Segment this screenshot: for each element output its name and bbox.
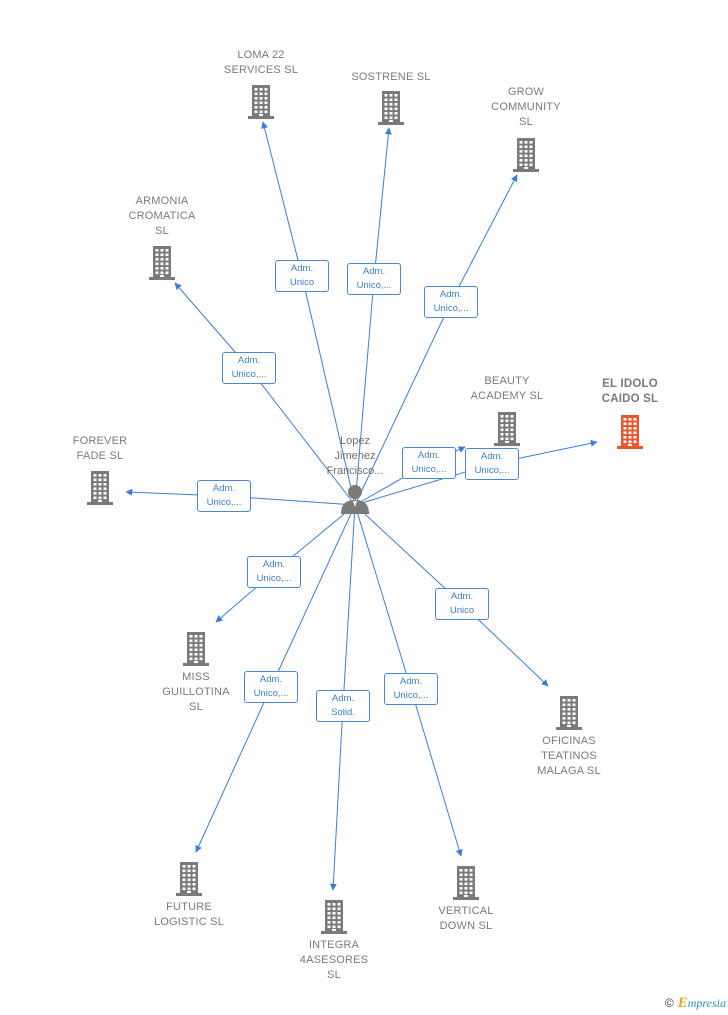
empresia-credit[interactable]: ©Empresia <box>665 995 726 1012</box>
company-name: GROW COMMUNITY SL <box>491 86 561 128</box>
person-icon <box>341 485 369 514</box>
company-name: MISS GUILLOTINA SL <box>162 671 230 713</box>
building-icon <box>176 862 202 896</box>
role-line: Unico,... <box>411 464 447 475</box>
company-name: ARMONIA CROMATICA SL <box>128 195 196 237</box>
role-line: Unico,... <box>433 303 469 314</box>
building-icon <box>617 415 643 449</box>
company-forever[interactable]: FOREVER FADE SL <box>45 434 155 505</box>
company-name: VERTICAL DOWN SL <box>438 905 494 932</box>
role-line: Adm. <box>331 693 355 704</box>
role-line: Unico,... <box>231 369 267 380</box>
building-icon <box>556 696 582 730</box>
role-line: Adm. <box>417 450 441 461</box>
role-line: Adm. <box>362 266 386 277</box>
building-icon <box>183 632 209 666</box>
company-beauty[interactable]: BEAUTY ACADEMY SL <box>452 374 562 446</box>
role-badge-grow[interactable]: Adm. Unico,... <box>424 286 478 318</box>
role-badge-oficinas[interactable]: Adm. Unico <box>435 588 489 620</box>
role-badge-future[interactable]: Adm. Unico,... <box>244 671 298 703</box>
role-badge-beauty[interactable]: Adm. Unico,... <box>402 447 456 479</box>
building-icon <box>513 138 539 172</box>
company-loma[interactable]: LOMA 22 SERVICES SL <box>206 48 316 119</box>
role-line: Adm. <box>399 676 423 687</box>
building-icon <box>378 91 404 125</box>
company-future[interactable]: FUTURE LOGISTIC SL <box>134 860 244 930</box>
role-line: Unico,... <box>393 690 429 701</box>
company-grow[interactable]: GROW COMMUNITY SL <box>471 85 581 172</box>
role-badge-sostrene[interactable]: Adm. Unico,... <box>347 263 401 295</box>
role-line: Solid. <box>331 707 355 718</box>
company-idolo[interactable]: EL IDOLO CAIDO SL <box>575 377 685 449</box>
role-badge-loma[interactable]: Adm. Unico <box>275 260 329 292</box>
role-line: Unico,... <box>474 465 510 476</box>
role-line: Unico,... <box>206 497 242 508</box>
empresia-brand: mpresia <box>687 996 726 1010</box>
company-miss[interactable]: MISS GUILLOTINA SL <box>141 630 251 715</box>
building-icon <box>87 471 113 505</box>
company-name: INTEGRA 4ASESORES SL <box>299 939 369 981</box>
role-badge-idolo[interactable]: Adm. Unico,... <box>465 448 519 480</box>
company-name: SOSTRENE SL <box>351 71 431 83</box>
company-name: EL IDOLO CAIDO SL <box>601 378 659 405</box>
role-badge-armonia[interactable]: Adm. Unico,... <box>222 352 276 384</box>
company-name: FUTURE LOGISTIC SL <box>153 901 225 928</box>
role-line: Adm. <box>290 263 314 274</box>
building-icon <box>494 412 520 446</box>
role-line: Adm. <box>480 451 504 462</box>
role-badge-vertical[interactable]: Adm. Unico,... <box>384 673 438 705</box>
role-line: Unico,... <box>256 573 292 584</box>
role-badge-forever[interactable]: Adm. Unico,... <box>197 480 251 512</box>
company-vertical[interactable]: VERTICAL DOWN SL <box>411 864 521 934</box>
role-line: Adm. <box>212 483 236 494</box>
role-line: Adm. <box>262 559 286 570</box>
role-line: Adm. <box>450 591 474 602</box>
role-line: Unico,... <box>253 688 289 699</box>
building-icon <box>321 900 347 934</box>
role-badge-miss[interactable]: Adm. Unico,... <box>247 556 301 588</box>
building-icon <box>149 246 175 280</box>
company-integra[interactable]: INTEGRA 4ASESORES SL <box>279 898 389 983</box>
center-person[interactable]: Lopez Jimenez Francisco... <box>310 434 400 515</box>
role-line: Adm. <box>439 289 463 300</box>
role-badge-integra[interactable]: Adm. Solid. <box>316 690 370 722</box>
empresia-logo-initial: E <box>677 995 688 1011</box>
company-name: BEAUTY ACADEMY SL <box>470 375 544 402</box>
company-armonia[interactable]: ARMONIA CROMATICA SL <box>107 194 217 280</box>
role-line: Adm. <box>237 355 261 366</box>
company-oficinas[interactable]: OFICINAS TEATINOS MALAGA SL <box>514 694 624 779</box>
company-name: LOMA 22 SERVICES SL <box>223 49 299 76</box>
role-line: Adm. <box>259 674 283 685</box>
company-name: FOREVER FADE SL <box>72 435 128 462</box>
role-line: Unico <box>289 277 315 288</box>
company-sostrene[interactable]: SOSTRENE SL <box>336 70 446 125</box>
role-line: Unico,... <box>356 280 392 291</box>
building-icon <box>453 866 479 900</box>
copyright-symbol: © <box>664 996 674 1010</box>
center-person-name: Lopez Jimenez Francisco... <box>326 435 384 477</box>
building-icon <box>248 85 274 119</box>
role-line: Unico <box>449 605 475 616</box>
company-name: OFICINAS TEATINOS MALAGA SL <box>537 735 601 777</box>
